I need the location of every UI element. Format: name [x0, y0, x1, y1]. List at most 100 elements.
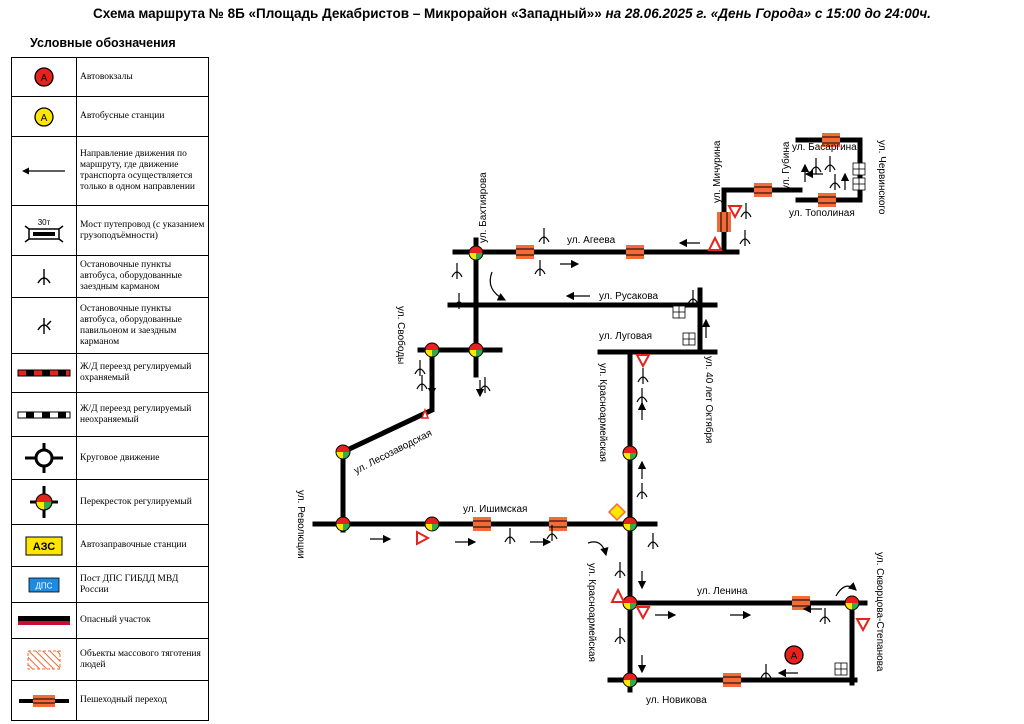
grid-marker-icon: [852, 177, 866, 191]
legend-label: Остановочные пункты автобуса, оборудован…: [80, 260, 182, 292]
title-main: Схема маршрута № 8Б «Площадь Декабристов…: [93, 6, 602, 21]
yield-sign-icon: [855, 618, 871, 633]
legend-heading: Условные обозначения: [30, 36, 176, 50]
bus-stop-icon: [538, 228, 550, 244]
traffic-light-icon: [335, 444, 351, 460]
yield-sign-icon: [635, 354, 651, 369]
bus-stop-icon: [451, 263, 463, 279]
street-label: ул. Революции: [295, 490, 306, 559]
bus-stop-icon: [740, 203, 752, 219]
svg-text:А: А: [791, 651, 798, 662]
page-title: Схема маршрута № 8Б «Площадь Декабристов…: [0, 6, 1024, 21]
route-michurina-top: [721, 187, 803, 255]
legend: А Автовокзалы А Автобусные станции Напра…: [11, 57, 209, 721]
legend-label: Перекресток регулируемый: [80, 496, 192, 507]
legend-row-stop-pocket: Остановочные пункты автобуса, оборудован…: [12, 256, 208, 298]
street-label: ул. Червинского: [876, 140, 887, 215]
svg-text:А: А: [41, 73, 48, 84]
legend-row-crowd: Объекты массового тяготения людей: [12, 639, 208, 681]
traffic-light-icon: [424, 516, 440, 532]
legend-label: Пост ДПС ГИБДД МВД России: [80, 573, 179, 595]
legend-label: Автозаправочные станции: [80, 540, 187, 550]
yield-sign-icon: [635, 606, 651, 621]
bus-stop-icon: [819, 608, 831, 624]
grid-markers: [672, 162, 866, 676]
legend-row-fuel: АЗС Автозаправочные станции: [12, 525, 208, 567]
street-label: ул. Луговая: [599, 331, 652, 342]
bus-stop-icon: [504, 528, 516, 544]
danger-section-icon: [12, 603, 77, 638]
roundabout-icon: [12, 437, 77, 479]
traffic-light-icon: [844, 595, 860, 611]
street-label: ул. Мичурина: [712, 140, 723, 203]
title-date: на 28.06.2025 г. «День Города» с 15:00 д…: [605, 6, 931, 21]
legend-row-bridge: 30т Мост путепровод (с указанием грузопо…: [12, 206, 208, 256]
street-label: ул. Красноармейская: [586, 563, 597, 662]
police-post-icon: ДПС: [12, 567, 77, 602]
crosswalk-icon: [818, 193, 836, 207]
bus-stop-icon: [414, 360, 426, 376]
grid-marker-icon: [672, 305, 686, 319]
svg-text:АЗС: АЗС: [33, 541, 56, 553]
route-lesozavodskaya: [340, 397, 435, 533]
street-label: ул. Ишимская: [463, 504, 527, 515]
fuel-diamond-icon: [607, 502, 627, 522]
bus-station-icon: А: [12, 97, 77, 136]
street-label: ул. Красноармейская: [597, 363, 608, 462]
signals: [335, 245, 860, 688]
bus-terminal-icon: А: [784, 645, 804, 665]
traffic-light-icon: [622, 672, 638, 688]
bus-stop-pavilion-icon: [12, 298, 77, 353]
turn-arrow-icon: [835, 582, 857, 597]
bus-stop-icon: [829, 174, 841, 190]
bus-stops: [414, 156, 841, 680]
crosswalk-icon: [473, 517, 491, 531]
bus-stop-icon: [760, 664, 772, 680]
legend-label: Пешеходный переход: [80, 695, 167, 705]
street-label: ул. Агеева: [567, 235, 616, 246]
traffic-light-icon: [468, 245, 484, 261]
bus-stop-icon: [12, 256, 77, 297]
legend-label: Ж/Д переезд регулируемый охраняемый: [80, 362, 192, 383]
bus-stop-icon: [824, 156, 836, 172]
warning-signs: [416, 205, 871, 633]
crosswalk-icon: [723, 673, 741, 687]
legend-row-bus-terminal: А Автовокзалы: [12, 58, 208, 97]
traffic-light-icon: [622, 445, 638, 461]
street-label: ул. Басаргина: [792, 142, 857, 153]
svg-text:30т: 30т: [38, 218, 51, 227]
crosswalk-icon: [626, 245, 644, 259]
street-label: ул. Русакова: [599, 291, 659, 302]
legend-label: Мост путепровод (с указанием грузоподъём…: [80, 219, 205, 241]
legend-label: Направление движения по маршруту, где дв…: [80, 149, 195, 192]
turn-arrow-icon: [587, 541, 609, 557]
crosswalk-icon: [792, 596, 810, 610]
bus-stop-icon: [479, 377, 491, 393]
bus-stop-icon: [546, 525, 558, 541]
legend-label: Автовокзалы: [80, 71, 133, 82]
legend-label: Автобусные станции: [80, 111, 165, 121]
traffic-light-icon: [424, 342, 440, 358]
legend-row-roundabout: Круговое движение: [12, 437, 208, 480]
traffic-light-icon: [622, 516, 638, 532]
street-label: ул. Губина: [780, 141, 792, 190]
bus-stop-icon: [810, 158, 822, 174]
svg-text:А: А: [41, 113, 48, 124]
legend-label: Опасный участок: [80, 615, 151, 625]
bus-stop-icon: [739, 230, 751, 246]
bridge-icon: 30т: [12, 206, 77, 255]
direction-arrows: [370, 163, 850, 678]
warning-sign-icon: [707, 235, 723, 251]
warning-sign-icon: [420, 407, 430, 419]
street-label: ул. Новикова: [646, 695, 707, 706]
street-label: ул. Ленина: [697, 586, 748, 597]
crosswalk-icon: [516, 245, 534, 259]
legend-label: Круговое движение: [80, 452, 160, 463]
legend-label: Остановочные пункты автобуса, оборудован…: [80, 303, 182, 347]
warning-sign-icon: [610, 587, 626, 603]
bus-stop-icon: [416, 375, 428, 391]
arrow-left-icon: [12, 137, 77, 205]
legend-row-one-way: Направление движения по маршруту, где дв…: [12, 137, 208, 206]
grid-marker-icon: [852, 162, 866, 176]
